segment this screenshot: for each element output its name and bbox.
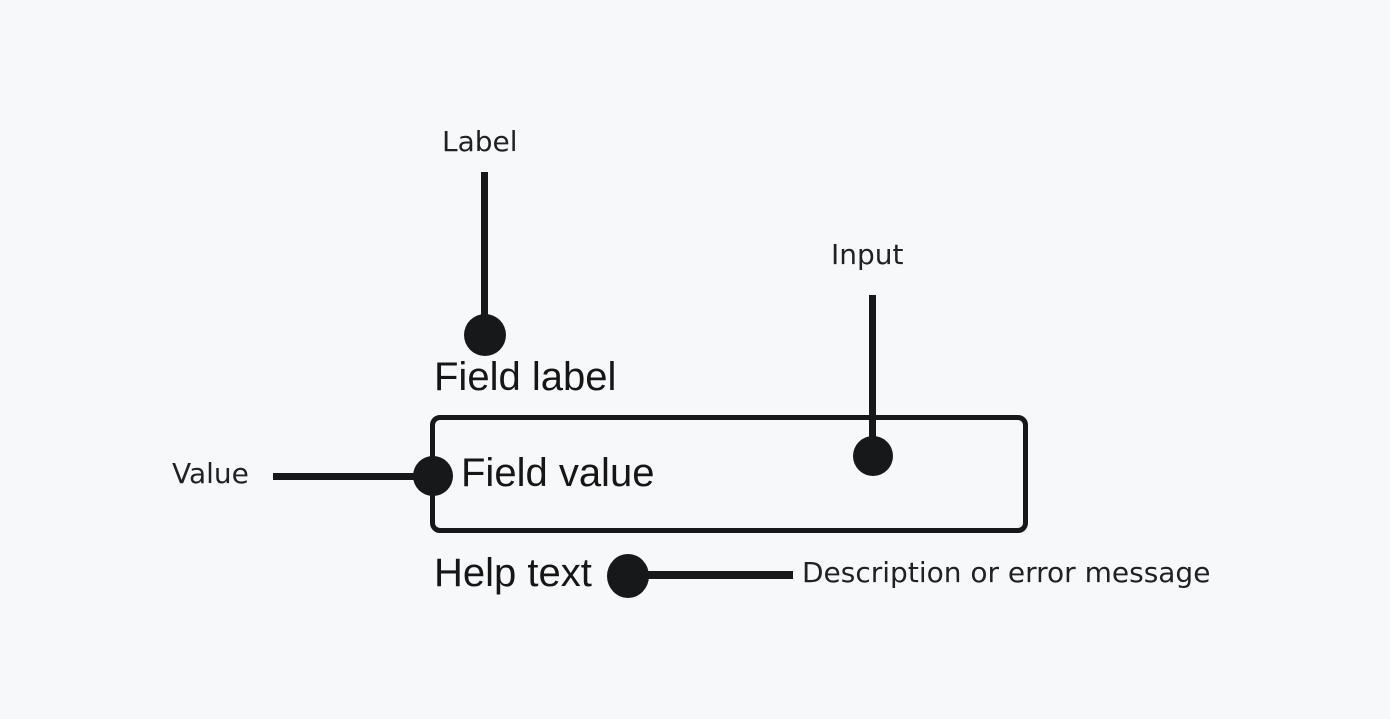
value-connector-dot [413, 456, 453, 496]
help-connector-line [628, 571, 793, 579]
label-connector-line [481, 172, 488, 322]
label-connector-dot [464, 314, 506, 356]
label-annotation: Label [442, 125, 518, 158]
input-connector-dot [853, 436, 893, 476]
value-annotation: Value [172, 457, 249, 490]
field-label: Field label [434, 355, 617, 399]
help-description-annotation: Description or error message [802, 556, 1211, 589]
input-connector-line [869, 295, 876, 445]
field-value: Field value [461, 451, 655, 495]
help-text: Help text [434, 551, 592, 595]
input-annotation: Input [831, 238, 904, 271]
value-connector-line [273, 473, 433, 480]
